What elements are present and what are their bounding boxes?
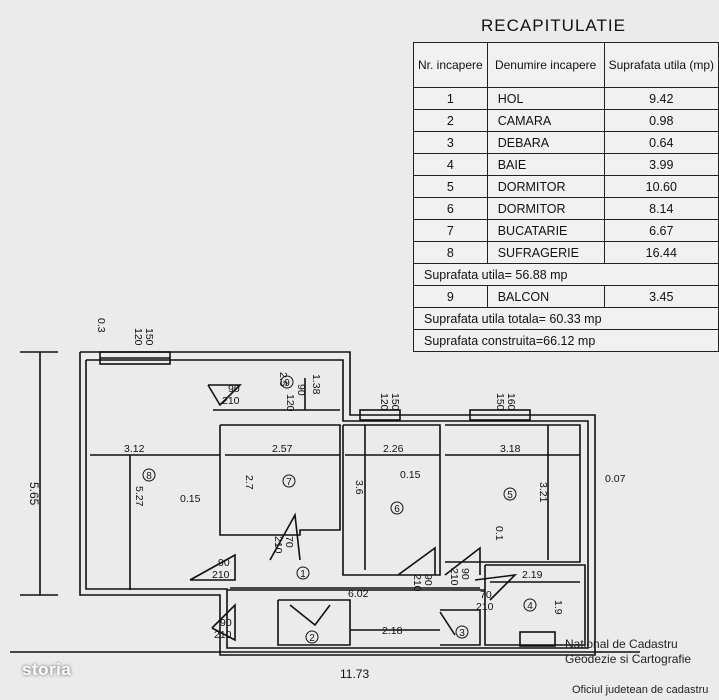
dim-text: 210: [222, 395, 240, 407]
dim-text: 0.3: [95, 318, 107, 333]
dim-text: 90: [228, 383, 240, 395]
dim-text: 6.02: [348, 588, 369, 600]
dim-text: 120: [284, 394, 296, 412]
dim-text: 90: [459, 568, 471, 580]
total-built-row: Suprafata construita=66.12 mp: [413, 329, 719, 352]
dim-text: 3.21: [537, 482, 549, 503]
dim-text: 0.1: [493, 526, 505, 541]
dim-text: 210: [214, 629, 232, 641]
dim-text: 2.57: [272, 443, 293, 455]
stamp-line: Geodezie si Cartografie: [565, 652, 692, 666]
kitchen-wall: [219, 424, 341, 536]
dim-text: 2.26: [383, 443, 404, 455]
row-name: DORMITOR: [486, 175, 605, 198]
closet-wall: [440, 609, 481, 646]
recap-title: RECAPITULATIE: [481, 16, 626, 35]
dim-text: 120: [378, 393, 390, 411]
total-built-text: Suprafata construita=66.12 mp: [413, 329, 719, 352]
dim-text: 150: [494, 393, 506, 411]
row-name: DORMITOR: [486, 197, 605, 220]
storia-logo: storia: [22, 660, 72, 679]
dim-text: 90: [220, 617, 232, 629]
dim-text: 210: [476, 601, 494, 613]
dim-text: 90: [295, 384, 307, 396]
dim-text: 210: [212, 569, 230, 581]
bath-wall: [484, 564, 586, 646]
dim-text: 150: [389, 393, 401, 411]
row-area: 0.98: [603, 109, 719, 132]
dim-text: 120: [132, 328, 144, 346]
dim-text: 1.9: [552, 600, 564, 615]
dim-text: 0.15: [400, 469, 421, 481]
room-number: 3: [459, 628, 465, 639]
dim-text: 210: [448, 568, 460, 586]
dim-text: 90: [422, 574, 434, 586]
dim-text: 3.18: [500, 443, 521, 455]
dim-text: 2.7: [243, 475, 255, 490]
room-number: 9: [284, 378, 290, 389]
dim-text: 2.19: [522, 569, 543, 581]
recap-header-row: Nr. incapere Denumire incapere Suprafata…: [413, 42, 719, 88]
dim-text: 0.07: [605, 473, 626, 485]
outer-wall: [79, 351, 596, 656]
stamp-line: National de Cadastru: [565, 637, 678, 651]
dim-text: 3.12: [124, 443, 145, 455]
dim-text: 90: [218, 557, 230, 569]
window: [359, 409, 401, 421]
stamp-line: Oficiul judetean de cadastru: [572, 684, 709, 696]
room-number: 8: [146, 471, 152, 482]
room-number: 1: [300, 569, 306, 580]
dim-text: 210: [272, 536, 284, 554]
dim-text: 0.15: [180, 493, 201, 505]
room-number: 7: [286, 477, 292, 488]
dim-text: 70: [283, 536, 295, 548]
recap-table: Nr. incapere Denumire incapere Suprafata…: [413, 42, 719, 352]
pantry-wall: [277, 599, 351, 646]
room-number: 4: [527, 601, 533, 612]
room-number: 2: [309, 633, 315, 644]
window: [469, 409, 531, 421]
dim-text: 150: [143, 328, 155, 346]
dim-text: 70: [480, 589, 492, 601]
row-area: 0.64: [603, 131, 719, 154]
dim-overall-height: 5.65: [27, 482, 41, 506]
dim-text: 5.27: [133, 486, 145, 507]
dim-text: 3.6: [353, 480, 365, 495]
room-number: 5: [507, 490, 513, 501]
dim-text: 2.18: [382, 625, 403, 637]
room-number: 6: [394, 504, 400, 515]
dim-text: 160: [505, 393, 517, 411]
dim-text: 210: [411, 574, 423, 592]
dim-overall-width: 11.73: [340, 667, 369, 681]
row-area: 3.99: [603, 153, 719, 176]
row-name: SUFRAGERIE: [486, 241, 605, 264]
dim-text: 1.38: [310, 374, 322, 395]
bedroom-6-wall: [342, 424, 441, 576]
bedroom-5-wall: [445, 424, 581, 563]
